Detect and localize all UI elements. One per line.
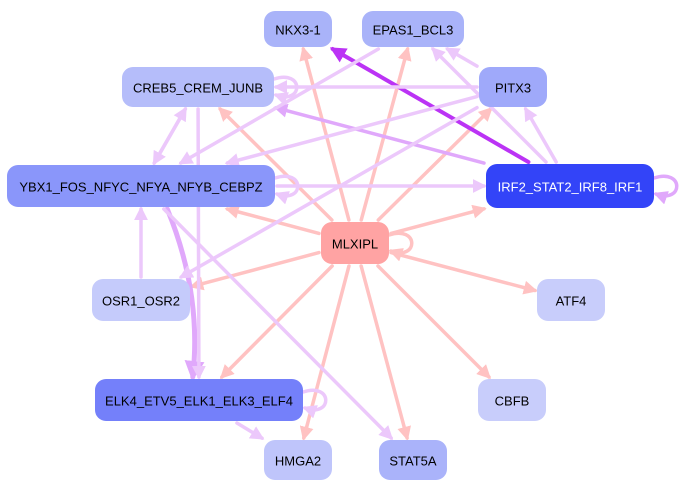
edge-mlxipl-to-hmga2 xyxy=(299,264,351,441)
node-label: IRF2_STAT2_IRF8_IRF1 xyxy=(498,180,643,195)
edge-mlxipl-to-stat5a xyxy=(359,264,411,441)
edge-ybx1-fos-nfyc-nfya-nfyb-cebpz-to-ybx1-fos-nfyc-nfya-nfyb-cebpz xyxy=(273,174,300,205)
edge-pitx3-to-epas1-bcl3 xyxy=(445,47,479,68)
node-mlxipl[interactable]: MLXIPL xyxy=(321,222,389,264)
edge-mlxipl-to-atf4 xyxy=(389,250,538,295)
node-elk4-etv5-elk1-elk3-elf4[interactable]: ELK4_ETV5_ELK1_ELK3_ELF4 xyxy=(95,379,303,421)
node-hmga2[interactable]: HMGA2 xyxy=(264,440,332,480)
node-label: CREB5_CREM_JUNB xyxy=(133,81,263,96)
edge-mlxipl-to-ybx1-fos-nfyc-nfya-nfyb-cebpz xyxy=(224,205,321,236)
node-label: PITX3 xyxy=(495,81,531,96)
node-label: ELK4_ETV5_ELK1_ELK3_ELF4 xyxy=(105,394,293,409)
node-label: ATF4 xyxy=(556,294,587,309)
edge-pitx3-to-osr1-osr2 xyxy=(178,105,479,279)
edge-irf2-stat2-irf8-irf1-to-nkx3-1 xyxy=(329,47,531,164)
edge-mlxipl-to-pitx3 xyxy=(376,107,493,222)
node-box[interactable] xyxy=(537,279,605,321)
node-box[interactable] xyxy=(479,67,547,107)
node-epas1-bcl3[interactable]: EPAS1_BCL3 xyxy=(362,11,464,47)
node-box[interactable] xyxy=(379,440,447,480)
edge-epas1-bcl3-to-ybx1-fos-nfyc-nfya-nfyb-cebpz xyxy=(178,47,381,165)
node-label: YBX1_FOS_NFYC_NFYA_NFYB_CEBPZ xyxy=(19,180,262,195)
edge-elk4-etv5-elk1-elk3-elf4-to-elk4-etv5-elk1-elk3-elf4 xyxy=(301,388,328,419)
node-box[interactable] xyxy=(95,379,303,421)
node-osr1-osr2[interactable]: OSR1_OSR2 xyxy=(92,279,190,321)
node-box[interactable] xyxy=(486,164,654,208)
edge-ybx1-fos-nfyc-nfya-nfyb-cebpz-to-stat5a xyxy=(162,207,394,440)
edge-mlxipl-to-nkx3-1 xyxy=(299,46,351,222)
edges-layer xyxy=(134,46,679,441)
node-box[interactable] xyxy=(264,11,332,47)
edge-mlxipl-to-cbfb xyxy=(376,264,491,379)
edge-pitx3-to-ybx1-fos-nfyc-nfya-nfyb-cebpz xyxy=(224,94,479,167)
edge-irf2-stat2-irf8-irf1-to-irf2-stat2-irf8-irf1 xyxy=(652,174,679,205)
edge-irf2-stat2-irf8-irf1-to-pitx3 xyxy=(523,106,558,164)
node-box[interactable] xyxy=(478,379,546,421)
edge-elk4-etv5-elk1-elk3-elf4-to-hmga2 xyxy=(235,421,265,440)
node-label: STAT5A xyxy=(389,454,437,469)
node-cbfb[interactable]: CBFB xyxy=(478,379,546,421)
node-box[interactable] xyxy=(122,67,274,107)
node-box[interactable] xyxy=(321,222,389,264)
node-irf2-stat2-irf8-irf1[interactable]: IRF2_STAT2_IRF8_IRF1 xyxy=(486,164,654,208)
edge-irf2-stat2-irf8-irf1-to-creb5-crem-junb xyxy=(273,103,486,165)
node-label: MLXIPL xyxy=(332,237,378,252)
node-ybx1-fos-nfyc-nfya-nfyb-cebpz[interactable]: YBX1_FOS_NFYC_NFYA_NFYB_CEBPZ xyxy=(7,165,275,207)
node-pitx3[interactable]: PITX3 xyxy=(479,67,547,107)
edge-mlxipl-to-mlxipl xyxy=(387,231,414,262)
edge-creb5-crem-junb-to-elk4-etv5-elk1-elk3-elf4 xyxy=(191,107,206,380)
node-label: CBFB xyxy=(495,394,530,409)
node-creb5-crem-junb[interactable]: CREB5_CREM_JUNB xyxy=(122,67,274,107)
edge-ybx1-fos-nfyc-nfya-nfyb-cebpz-to-elk4-etv5-elk1-elk3-elf4 xyxy=(164,206,205,381)
node-atf4[interactable]: ATF4 xyxy=(537,279,605,321)
node-box[interactable] xyxy=(7,165,275,207)
node-nkx3-1[interactable]: NKX3-1 xyxy=(264,11,332,47)
edge-mlxipl-to-osr1-osr2 xyxy=(189,250,321,291)
node-label: NKX3-1 xyxy=(275,23,321,38)
node-label: HMGA2 xyxy=(275,454,321,469)
edge-mlxipl-to-epas1-bcl3 xyxy=(359,46,412,222)
node-box[interactable] xyxy=(92,279,190,321)
edge-creb5-crem-junb-to-ybx1-fos-nfyc-nfya-nfyb-cebpz xyxy=(152,107,188,166)
node-stat5a[interactable]: STAT5A xyxy=(379,440,447,480)
edge-mlxipl-to-irf2-stat2-irf8-irf1 xyxy=(389,204,487,236)
node-box[interactable] xyxy=(264,440,332,480)
node-box[interactable] xyxy=(362,11,464,47)
node-label: EPAS1_BCL3 xyxy=(373,23,454,38)
node-label: OSR1_OSR2 xyxy=(102,294,180,309)
